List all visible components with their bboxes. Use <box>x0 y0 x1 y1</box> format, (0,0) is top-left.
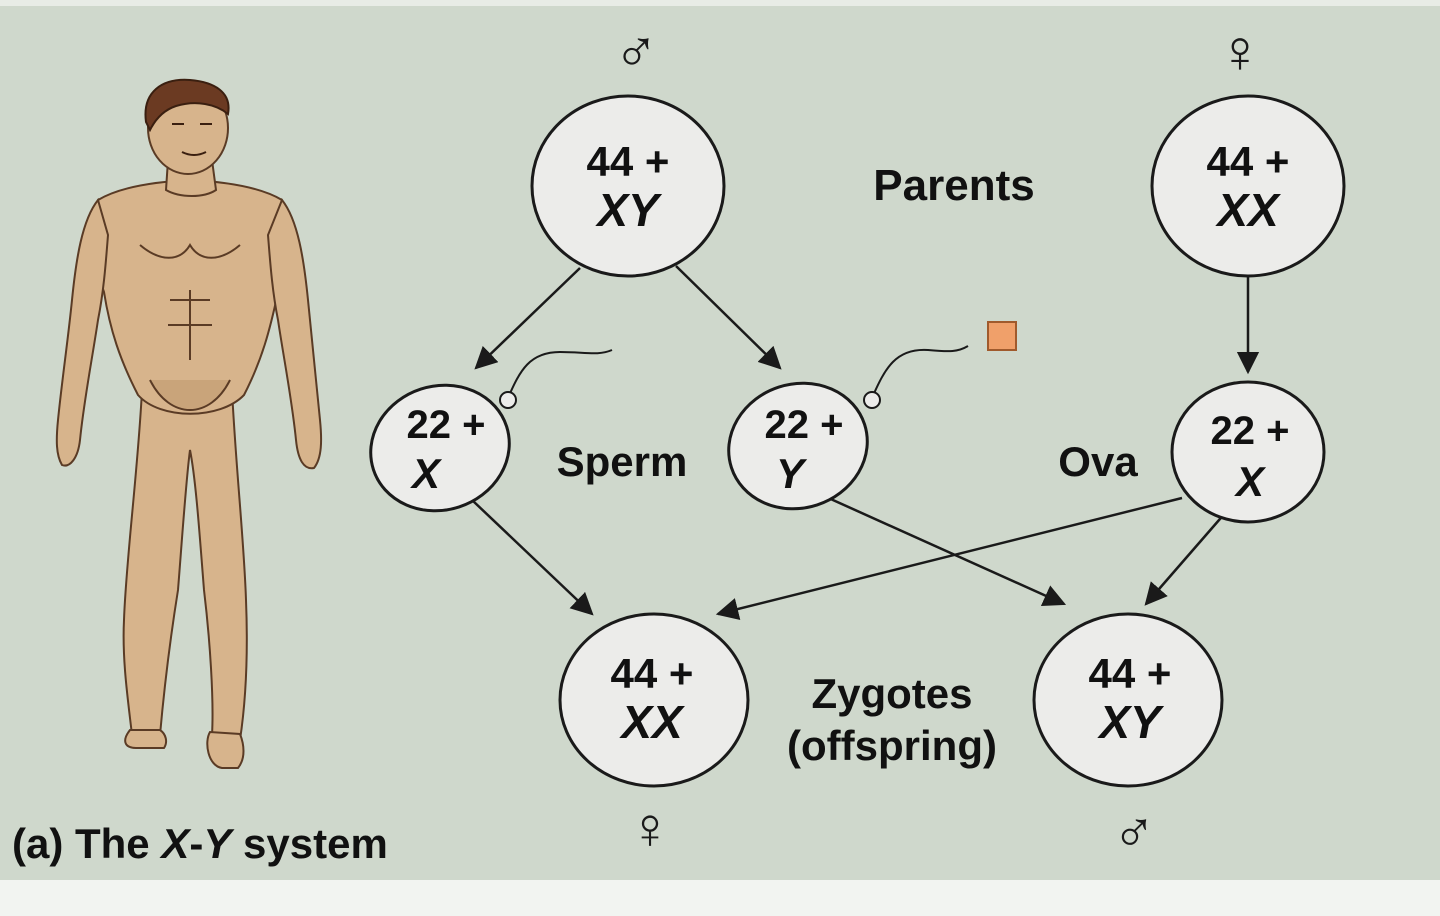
offspring-label: (offspring) <box>787 722 997 769</box>
sperm-y-head <box>863 391 881 409</box>
figure-right-arm <box>266 198 323 470</box>
cell-sex-chromosomes: XY <box>594 184 663 236</box>
cell-count: 22 + <box>765 403 844 447</box>
cell-sex-chromosome: Y <box>776 450 808 497</box>
cell-sex-chromosomes: XX <box>1214 184 1281 236</box>
figure-chest-lines <box>139 243 241 259</box>
figure-left-foot <box>124 729 168 749</box>
cell-count: 44 + <box>1089 650 1172 697</box>
figure-mouth <box>181 151 207 156</box>
arrow-sperm-x-to-zygote-xx <box>471 499 594 616</box>
zygote-male-cell: 44 + XY <box>1032 612 1224 788</box>
zygotes-label: Zygotes <box>811 670 972 717</box>
parents-label: Parents <box>873 161 1034 210</box>
sperm-y-cell: 22 + Y <box>727 381 869 511</box>
male-symbol-parent: ♂ <box>614 18 659 85</box>
caption-dash: - <box>189 820 203 867</box>
cell-circle <box>727 381 869 511</box>
cell-count: 44 + <box>587 138 670 185</box>
arrow-ovum-to-zygote-xy <box>1144 511 1227 606</box>
arrow-father-to-sperm-y <box>675 265 782 370</box>
parent-male-cell: 44 + XY <box>530 94 726 278</box>
figure-abs-lines <box>168 290 212 360</box>
cell-sex-chromosome: X <box>1234 458 1267 505</box>
sperm-label: Sperm <box>557 438 688 485</box>
cell-circle <box>530 94 726 278</box>
sperm-x-tail <box>507 349 613 399</box>
cell-circle <box>558 612 750 788</box>
caption-x: X <box>159 820 192 867</box>
orange-marker-square <box>987 321 1017 351</box>
caption-y: Y <box>203 820 235 867</box>
arrow-father-to-sperm-x <box>474 267 581 370</box>
cell-sex-chromosomes: XX <box>618 696 685 748</box>
cell-sex-chromosomes: XY <box>1096 696 1165 748</box>
sperm-y-tail <box>871 345 969 399</box>
cell-circle <box>1032 612 1224 788</box>
male-human-figure <box>55 78 323 769</box>
figure-hair <box>144 78 230 133</box>
cell-count: 22 + <box>407 403 486 447</box>
cell-circle <box>1170 380 1326 524</box>
cell-count: 22 + <box>1211 409 1290 453</box>
sperm-x-cell: 22 + X <box>369 383 511 513</box>
bottom-strip <box>0 880 1440 916</box>
cell-count: 44 + <box>611 650 694 697</box>
figure-left-arm <box>55 197 110 467</box>
sperm-tails <box>499 345 969 409</box>
male-symbol-offspring: ♂ <box>1112 800 1156 865</box>
caption-prefix: (a) The <box>12 820 161 867</box>
cell-circle <box>1150 94 1346 278</box>
cell-circle <box>369 383 511 513</box>
parent-female-cell: 44 + XX <box>1150 94 1346 278</box>
cell-sex-chromosome: X <box>410 450 443 497</box>
figure-groin <box>149 379 231 411</box>
caption-suffix: system <box>231 820 387 867</box>
female-symbol-offspring: ♀ <box>628 796 672 861</box>
figure-right-foot <box>206 730 245 769</box>
ova-label: Ova <box>1058 438 1138 485</box>
figure-legs <box>122 389 248 742</box>
ovum-x-cell: 22 + X <box>1170 380 1326 524</box>
figure-caption: (a) The X-Y system <box>12 820 388 867</box>
arrow-sperm-y-to-zygote-xy <box>823 494 1067 606</box>
female-symbol-parent: ♀ <box>1218 18 1263 85</box>
top-strip <box>0 0 1440 6</box>
sperm-x-head <box>499 391 517 409</box>
inheritance-arrows <box>471 265 1260 621</box>
cell-count: 44 + <box>1207 138 1290 185</box>
zygote-female-cell: 44 + XX <box>558 612 750 788</box>
arrow-ovum-to-zygote-xx <box>715 496 1183 621</box>
